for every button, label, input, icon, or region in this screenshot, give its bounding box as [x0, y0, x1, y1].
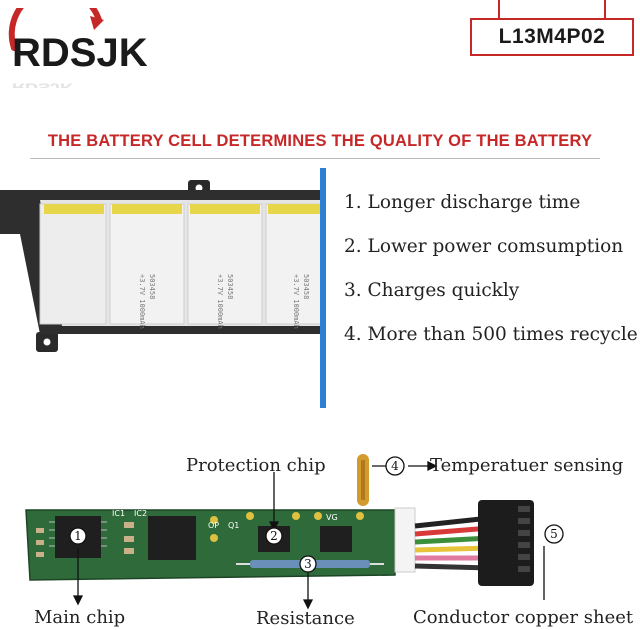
battery-cell: 503458 +3.7V 1000mAh	[265, 203, 323, 329]
battery-cell: 503458 +3.7V 1000mAh	[187, 203, 263, 329]
feature-item: 2. Lower power comsumption	[344, 236, 624, 257]
svg-text:1: 1	[74, 529, 82, 543]
main-chip-label: Main chip	[34, 607, 126, 628]
svg-text:RDSJK: RDSJK	[12, 81, 73, 88]
svg-text:5: 5	[550, 527, 558, 541]
cell-label: 503458	[148, 274, 156, 299]
temperature-label: Temperatuer sensing	[430, 455, 624, 476]
protection-chip	[320, 526, 352, 552]
badge-stem	[604, 0, 606, 18]
copper-sheet-label: Conductor copper sheet	[413, 607, 634, 628]
battery-pack-image: 503458 +3.7V 1000mAh 503458 +3.7V 1000mA…	[0, 168, 326, 408]
headline-divider	[30, 158, 600, 159]
marker-4: 4	[385, 456, 405, 476]
wire-harness	[414, 515, 491, 571]
ic-chip	[148, 516, 196, 560]
battery-cell	[39, 203, 107, 325]
headline: THE BATTERY CELL DETERMINES THE QUALITY …	[47, 132, 593, 150]
brand-logo: RDSJK RDSJK	[8, 8, 148, 88]
silkscreen-label: OP	[208, 521, 219, 530]
battery-cell: 503458 +3.7V 1000mAh	[109, 203, 185, 329]
marker-5: 5	[544, 524, 564, 544]
marker-3: 3	[299, 555, 317, 573]
feature-item: 1. Longer discharge time	[344, 192, 581, 213]
cell-label: +3.7V 1000mAh	[216, 274, 224, 329]
feature-item: 4. More than 500 times recycle	[344, 324, 638, 345]
separator-bar	[320, 168, 326, 408]
resistance-label: Resistance	[256, 608, 355, 629]
svg-text:3: 3	[304, 557, 312, 571]
logo-text: RDSJK	[12, 31, 148, 75]
silkscreen-label: IC2	[134, 509, 147, 518]
cell-label: 503458	[226, 274, 234, 299]
feature-item: 3. Charges quickly	[344, 280, 520, 301]
feature-list: 1. Longer discharge time 2. Lower power …	[344, 192, 640, 368]
marker-1: 1	[69, 527, 87, 545]
silkscreen-label: IC1	[112, 509, 125, 518]
marker-2: 2	[265, 527, 283, 545]
cell-label: 503458	[302, 274, 310, 299]
silkscreen-label: Q1	[228, 521, 239, 530]
circuit-board-image: IC1 IC2 OP Q1 VG 1 2	[25, 454, 564, 610]
silkscreen-label: VG	[326, 513, 338, 522]
cell-label: +3.7V 1000mAh	[138, 274, 146, 329]
protection-chip-label: Protection chip	[186, 455, 326, 476]
badge-stem	[498, 0, 500, 18]
model-badge: L13M4P02	[470, 18, 634, 56]
cell-label: +3.7V 1000mAh	[292, 274, 300, 329]
svg-text:2: 2	[270, 529, 278, 543]
svg-text:4: 4	[391, 459, 399, 473]
